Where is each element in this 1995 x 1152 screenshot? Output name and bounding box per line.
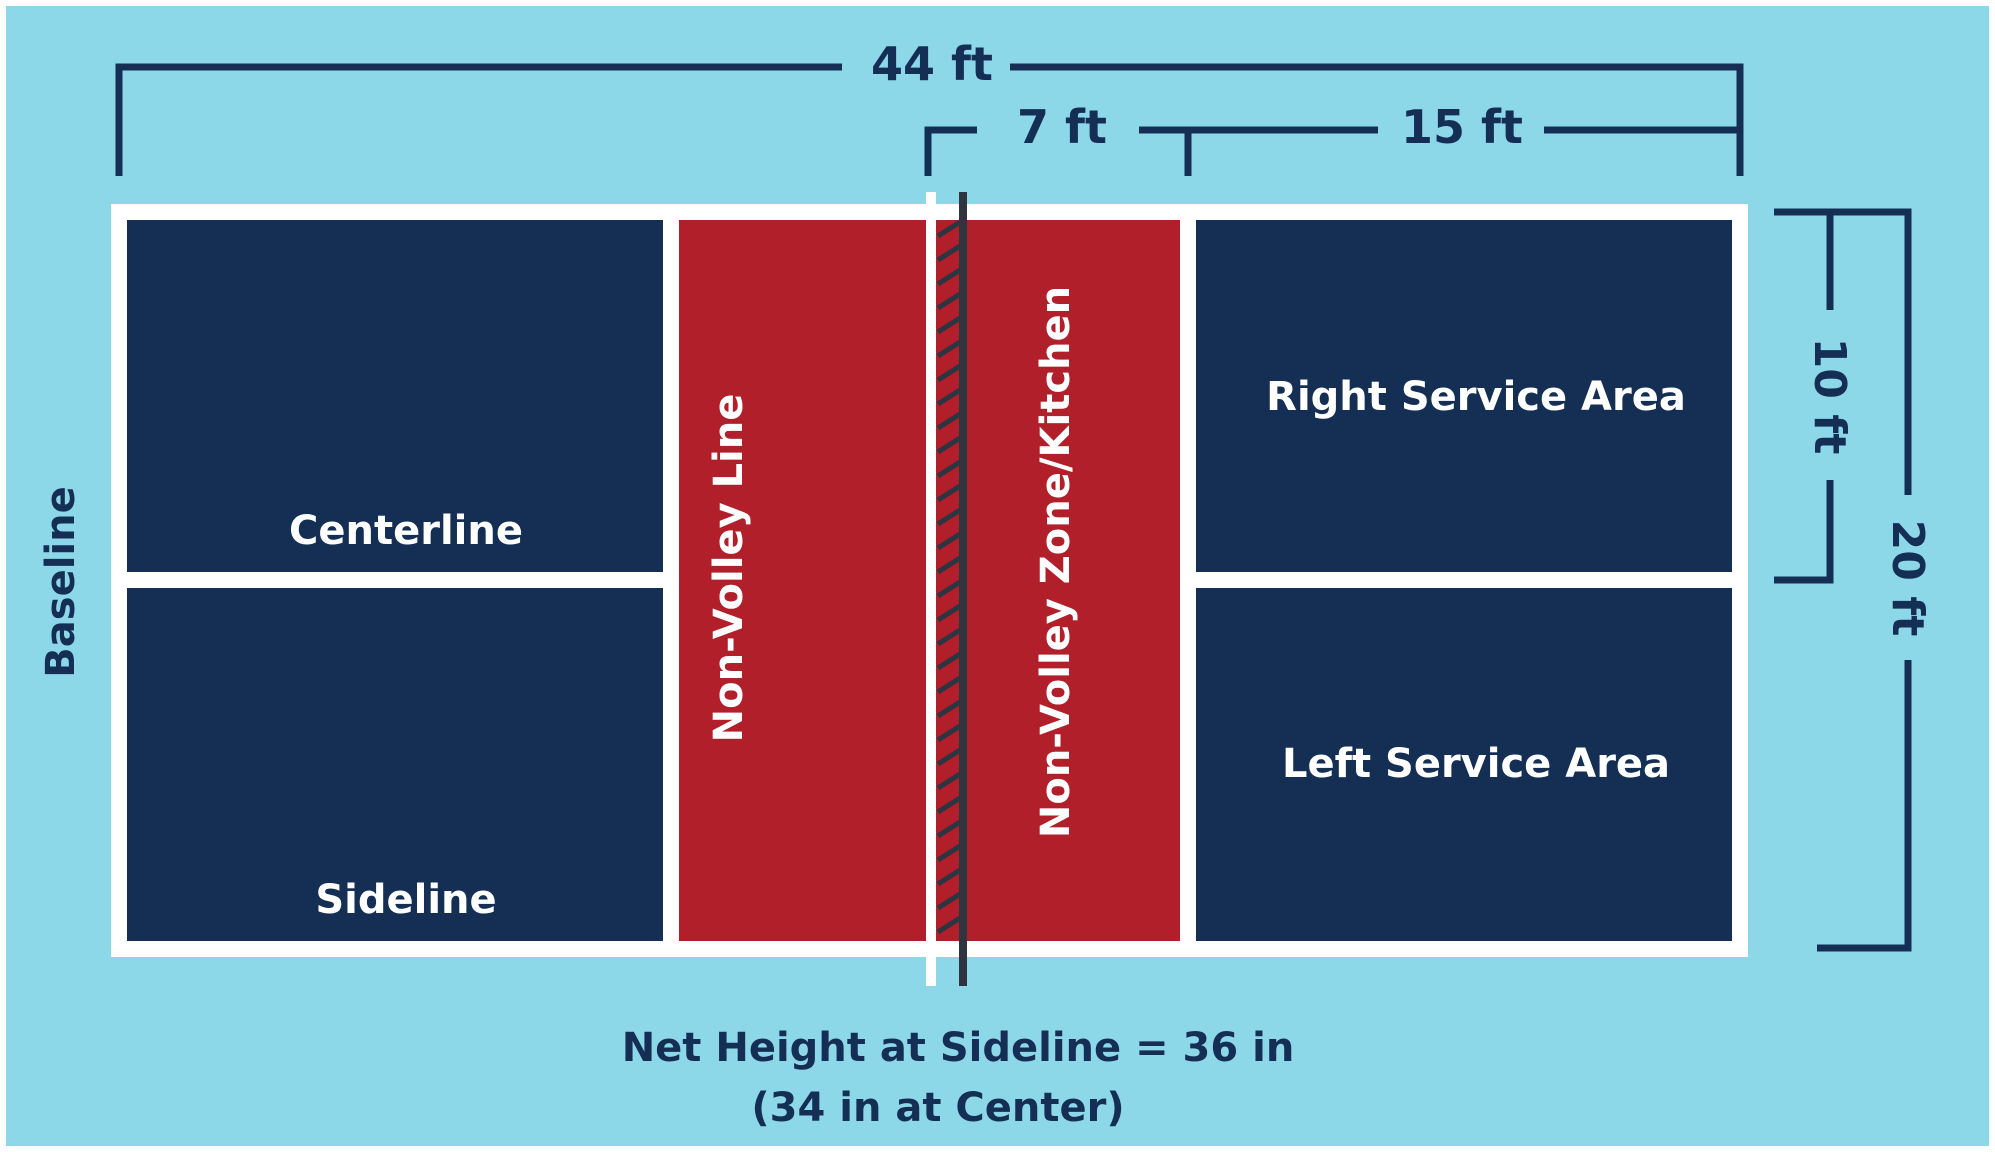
net-hatch-mark <box>936 267 962 287</box>
net-hatch-mark <box>936 819 962 839</box>
net-hatch <box>936 219 962 935</box>
net-hatch-mark <box>936 843 962 863</box>
net-hatch-mark <box>936 219 962 239</box>
dimension-20ft-top-bracket <box>1774 208 1912 495</box>
net-hatch-mark <box>936 603 962 623</box>
net-hatch-mark <box>936 795 962 815</box>
dimension-20ft-label: 20 ft <box>1882 520 1933 637</box>
net-hatch-mark <box>936 315 962 335</box>
non-volley-zone-label: Non-Volley Zone/Kitchen <box>1033 286 1079 838</box>
kitchen-left <box>679 220 928 941</box>
net-hatch-mark <box>936 339 962 359</box>
net-hatch-mark <box>936 675 962 695</box>
sideline-label: Sideline <box>315 877 496 923</box>
left-court-upper-box <box>127 220 663 572</box>
dimension-15ft-right-bracket <box>1544 126 1744 176</box>
net-hatch-mark <box>936 867 962 887</box>
net-height-note-line1: Net Height at Sideline = 36 in <box>622 1025 1295 1071</box>
net-hatch-mark <box>936 915 962 935</box>
right-service-area-box <box>1196 220 1732 572</box>
net-hatch-mark <box>936 651 962 671</box>
net-hatch-mark <box>936 363 962 383</box>
net-hatch-mark <box>936 723 962 743</box>
centerline-label: Centerline <box>289 508 523 554</box>
net <box>926 192 967 986</box>
kitchen-right <box>966 220 1180 941</box>
dimension-20ft <box>1774 208 1912 952</box>
net-white-edge <box>926 192 936 986</box>
net-hatch-mark <box>936 243 962 263</box>
dimension-44ft-left-bracket <box>115 63 842 176</box>
net-hatch-mark <box>936 507 962 527</box>
net-hatch-mark <box>936 747 962 767</box>
net-hatch-mark <box>936 555 962 575</box>
dimension-10ft-bottom-bracket <box>1774 480 1834 584</box>
baseline-label: Baseline <box>38 486 84 677</box>
net-hatch-mark <box>936 411 962 431</box>
net-hatch-mark <box>936 891 962 911</box>
non-volley-line-label: Non-Volley Line <box>706 394 752 743</box>
dimension-15ft-label: 15 ft <box>1401 100 1523 154</box>
left-service-area-label: Left Service Area <box>1282 741 1670 787</box>
net-height-note-line2: (34 in at Center) <box>751 1085 1124 1131</box>
dimension-15ft <box>1188 126 1744 176</box>
dimension-44ft-label: 44 ft <box>871 37 993 91</box>
dimension-7ft-left-bracket <box>924 126 977 176</box>
dimension-7ft-label: 7 ft <box>1017 100 1107 154</box>
net-hatch-mark <box>936 531 962 551</box>
left-service-area-box <box>1196 588 1732 941</box>
net-hatch-mark <box>936 771 962 791</box>
dimension-7ft <box>924 126 1192 176</box>
net-hatch-mark <box>936 459 962 479</box>
left-court-lower-box <box>127 588 663 941</box>
dimension-20ft-bottom-bracket <box>1817 660 1912 952</box>
net-hatch-mark <box>936 627 962 647</box>
net-hatch-mark <box>936 699 962 719</box>
right-service-area-label: Right Service Area <box>1266 374 1686 420</box>
net-hatch-mark <box>936 291 962 311</box>
dimension-10ft-label: 10 ft <box>1804 338 1855 455</box>
net-hatch-mark <box>936 579 962 599</box>
net-hatch-mark <box>936 387 962 407</box>
net-hatch-mark <box>936 483 962 503</box>
net-hatch-mark <box>936 435 962 455</box>
